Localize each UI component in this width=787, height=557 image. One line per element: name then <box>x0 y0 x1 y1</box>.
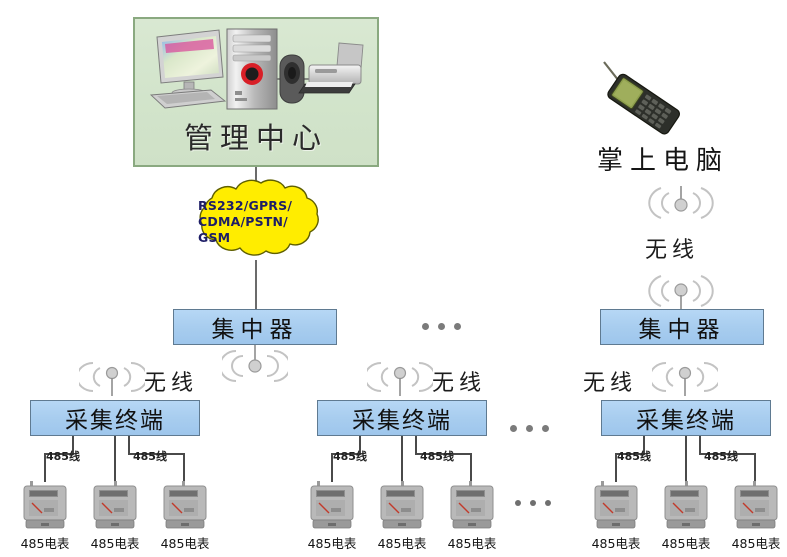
concentrator-box-1[interactable]: 集中器 <box>173 309 337 345</box>
pda-label: 掌上电脑 <box>597 146 730 176</box>
meter-ellipsis <box>515 500 551 506</box>
wireless-label-1: 无线 <box>144 371 199 396</box>
bus-drop-3-right <box>754 453 756 482</box>
bus-label-3-right: 485线 <box>704 450 738 463</box>
monitor-icon <box>156 29 224 98</box>
bus-label-2-left: 485线 <box>333 450 367 463</box>
bus-drop-1-right-top <box>128 436 130 454</box>
meter-label-2-3: 485电表 <box>447 536 497 551</box>
collection-terminal-box-2[interactable]: 采集终端 <box>317 400 487 436</box>
collection-terminal-label: 采集终端 <box>65 408 165 434</box>
speaker-icon <box>279 54 305 104</box>
wireless-symbol-terminal-2 <box>364 358 436 396</box>
meter-3-1[interactable] <box>591 481 641 531</box>
pda-device[interactable] <box>596 58 688 140</box>
meter-3-3[interactable] <box>731 481 781 531</box>
management-center-label: 管理中心 <box>183 121 328 155</box>
concentrator-box-2[interactable]: 集中器 <box>600 309 764 345</box>
wireless-symbol-right-concentrator <box>645 270 717 312</box>
electric-meter-icon <box>163 481 207 529</box>
meter-1-3[interactable] <box>160 481 210 531</box>
management-center-equipment <box>149 25 367 117</box>
wireless-symbol-concentrator-downlink <box>219 345 291 387</box>
meter-label-1-1: 485电表 <box>20 536 70 551</box>
cloud-icon <box>199 179 319 256</box>
network-cloud[interactable]: RS232/GPRS/ CDMA/PSTN/ GSM <box>176 176 341 274</box>
meter-label-3-2: 485电表 <box>661 536 711 551</box>
bus-label-1-right: 485线 <box>133 450 167 463</box>
bus-drop-2-left-top <box>359 436 361 454</box>
meter-2-1[interactable] <box>307 481 357 531</box>
electric-meter-icon <box>594 481 638 529</box>
tower-pc-icon <box>226 28 278 110</box>
bus-run-1-left <box>44 453 74 455</box>
bus-drop-2-left <box>331 453 333 482</box>
electric-meter-icon <box>93 481 137 529</box>
pda-handheld-icon <box>603 61 680 135</box>
electric-meter-icon <box>664 481 708 529</box>
terminal-ellipsis <box>510 425 549 432</box>
meter-1-1[interactable] <box>20 481 70 531</box>
bus-label-1-left: 485线 <box>46 450 80 463</box>
electric-meter-icon <box>23 481 67 529</box>
meter-label-1-2: 485电表 <box>90 536 140 551</box>
meter-label-2-2: 485电表 <box>377 536 427 551</box>
collection-terminal-label: 采集终端 <box>636 408 736 434</box>
meter-2-3[interactable] <box>447 481 497 531</box>
keyboard-icon <box>149 89 227 109</box>
collection-terminal-box-3[interactable]: 采集终端 <box>601 400 771 436</box>
meter-label-1-3: 485电表 <box>160 536 210 551</box>
collection-terminal-box-1[interactable]: 采集终端 <box>30 400 200 436</box>
bus-run-1-right <box>128 453 184 455</box>
bus-drop-1-left <box>44 453 46 482</box>
bus-drop-3-left <box>615 453 617 482</box>
bus-drop-2-center <box>401 436 403 482</box>
wireless-symbol-terminal-3 <box>649 358 721 396</box>
meter-1-2[interactable] <box>90 481 140 531</box>
bus-drop-1-right <box>183 453 185 482</box>
management-center-box[interactable]: 管理中心 <box>133 17 379 167</box>
wireless-label-2: 无线 <box>432 371 487 396</box>
wireless-symbol-terminal-1 <box>76 358 148 396</box>
bus-run-3-left <box>615 453 645 455</box>
cloud-protocol-text: RS232/GPRS/ CDMA/PSTN/ GSM <box>198 198 293 245</box>
bus-drop-3-center <box>685 436 687 482</box>
meter-label-2-1: 485电表 <box>307 536 357 551</box>
computer-set-icon <box>149 28 364 110</box>
meter-2-2[interactable] <box>377 481 427 531</box>
bus-drop-1-center <box>114 436 116 482</box>
bus-drop-2-right <box>470 453 472 482</box>
bus-label-2-right: 485线 <box>420 450 454 463</box>
printer-icon <box>298 42 364 94</box>
concentrator-ellipsis <box>422 323 461 330</box>
electric-meter-icon <box>734 481 778 529</box>
bus-label-3-left: 485线 <box>617 450 651 463</box>
bus-drop-3-right-top <box>699 436 701 454</box>
meter-3-2[interactable] <box>661 481 711 531</box>
concentrator-label: 集中器 <box>211 317 299 343</box>
bus-drop-2-right-top <box>415 436 417 454</box>
collection-terminal-label: 采集终端 <box>352 408 452 434</box>
wireless-label-3: 无线 <box>583 371 638 396</box>
bus-run-2-right <box>415 453 471 455</box>
concentrator-label: 集中器 <box>638 317 726 343</box>
electric-meter-icon <box>450 481 494 529</box>
pda-wireless-label: 无线 <box>645 238 700 263</box>
link-cloud-to-concentrator <box>255 260 257 309</box>
electric-meter-icon <box>310 481 354 529</box>
bus-drop-1-left-top <box>72 436 74 454</box>
electric-meter-icon <box>380 481 424 529</box>
bus-drop-3-left-top <box>643 436 645 454</box>
bus-run-2-left <box>331 453 361 455</box>
meter-label-3-1: 485电表 <box>591 536 641 551</box>
bus-run-3-right <box>699 453 755 455</box>
meter-label-3-3: 485电表 <box>731 536 781 551</box>
wireless-symbol-pda <box>645 182 717 224</box>
